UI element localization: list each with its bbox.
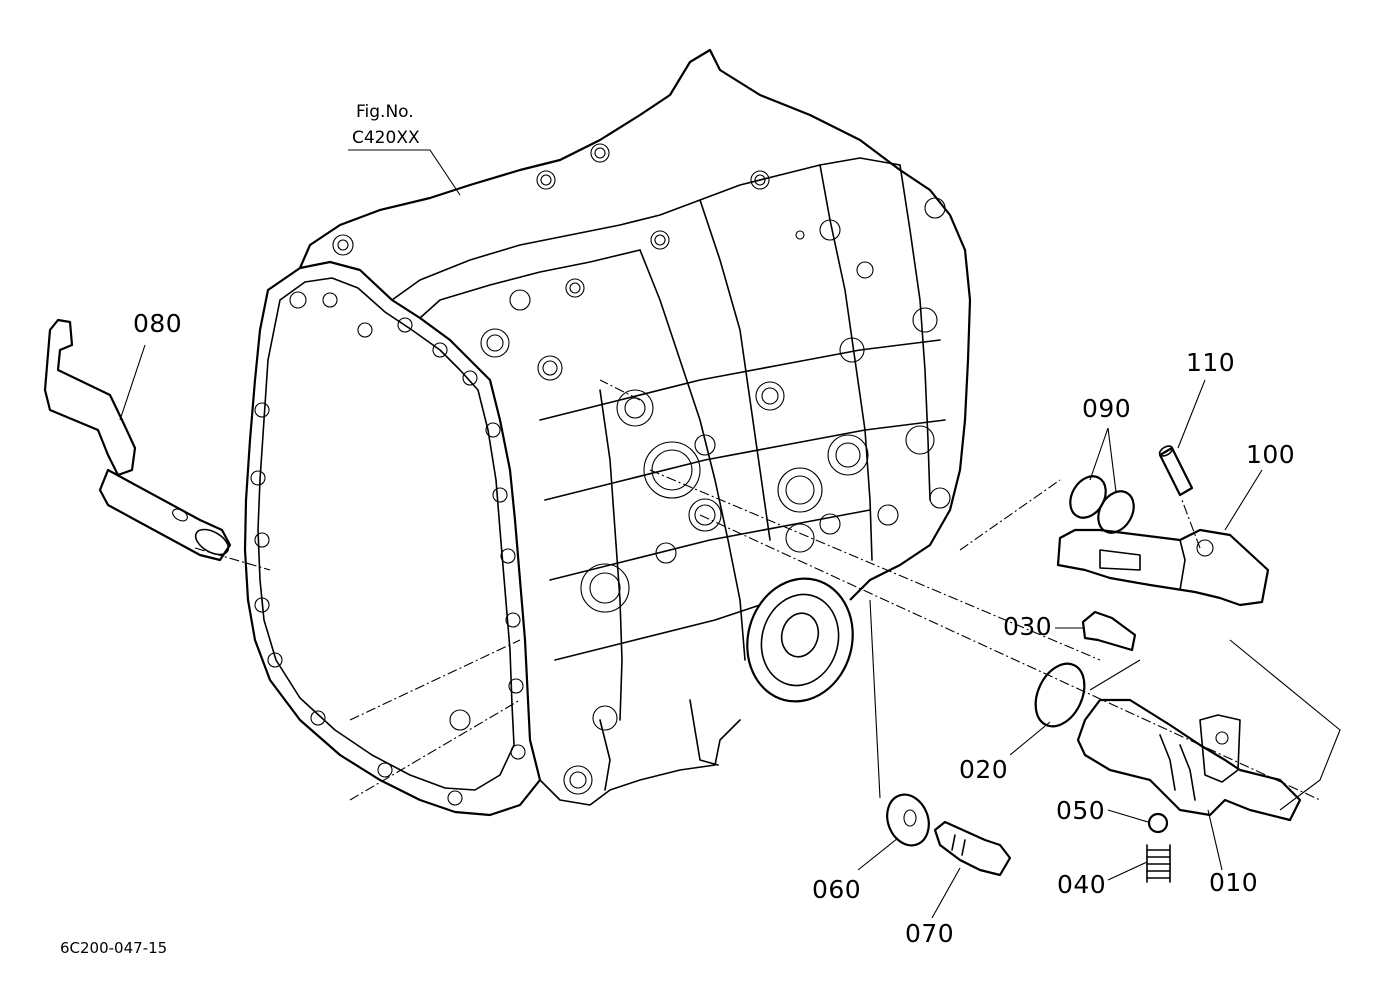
- part-030-plug: [1081, 610, 1137, 652]
- part-label-110: 110: [1186, 348, 1236, 377]
- part-100-shift-fork: [1056, 528, 1270, 607]
- center-lines: [194, 379, 1321, 801]
- part-040-spring: [1146, 844, 1171, 883]
- part-090-o-rings: [1069, 475, 1135, 534]
- part-label-060: 060: [812, 875, 862, 904]
- part-110-spring-pin: [1158, 445, 1194, 497]
- part-010-cylinder: [1076, 698, 1302, 822]
- part-label-010: 010: [1209, 868, 1259, 897]
- part-label-080: 080: [133, 309, 183, 338]
- part-070-bolt: [933, 820, 1012, 877]
- part-label-050: 050: [1056, 796, 1106, 825]
- part-label-070: 070: [905, 919, 955, 948]
- fig-no-value: C420XX: [352, 128, 420, 148]
- part-label-100: 100: [1246, 440, 1296, 469]
- part-label-040: 040: [1057, 870, 1107, 899]
- part-050-ball: [1147, 812, 1169, 834]
- part-label-030: 030: [1003, 612, 1053, 641]
- fig-no-label: Fig.No.: [356, 102, 414, 122]
- transmission-case: [243, 48, 972, 817]
- part-060-washer: [886, 793, 930, 847]
- part-label-090: 090: [1082, 394, 1132, 423]
- drawing-code: 6C200-047-15: [60, 939, 168, 957]
- leader-lines: [119, 149, 1341, 919]
- part-label-020: 020: [959, 755, 1009, 784]
- part-080-lever-shaft: [43, 318, 232, 562]
